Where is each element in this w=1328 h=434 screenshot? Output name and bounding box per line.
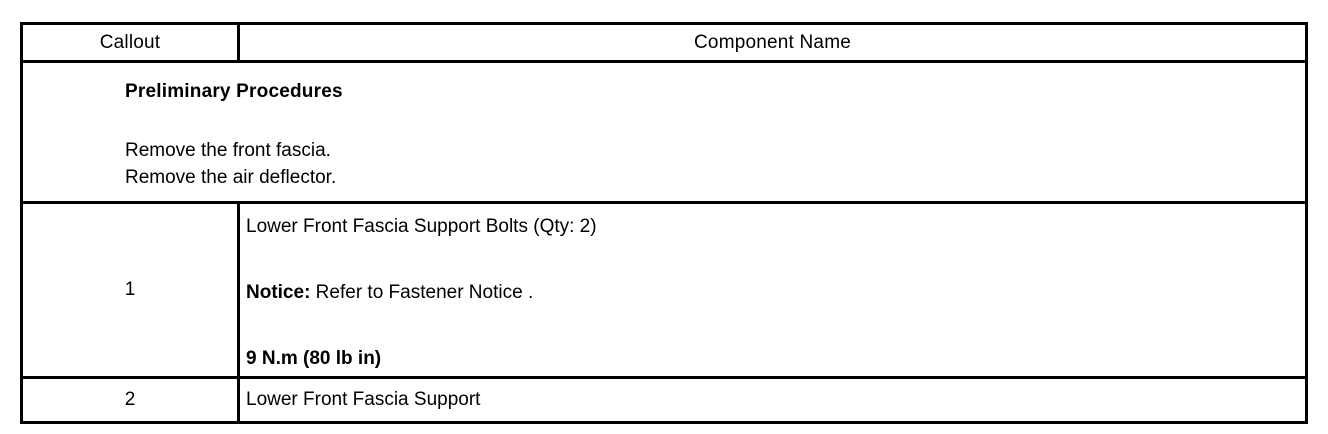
callout-number-2: 2 (20, 376, 240, 424)
preliminary-procedures-content: Preliminary Procedures Remove the front … (23, 71, 1305, 189)
component-detail-content-1: Lower Front Fascia Support Bolts (Qty: 2… (240, 210, 1305, 370)
table-header-row: Callout Component Name (20, 22, 1308, 63)
column-header-callout: Callout (20, 22, 240, 63)
table-row: 2 Lower Front Fascia Support (20, 376, 1308, 424)
preliminary-procedures-cell: Preliminary Procedures Remove the front … (20, 60, 1308, 204)
component-detail-cell-2: Lower Front Fascia Support (237, 376, 1308, 424)
component-name-2: Lower Front Fascia Support (246, 388, 481, 410)
component-table-container: Callout Component Name Preliminary Proce… (20, 22, 1308, 424)
callout-number-1: 1 (20, 201, 240, 379)
torque-specification-1: 9 N.m (80 lb in) (246, 347, 382, 369)
fastener-notice-line: Notice: Refer to Fastener Notice . (246, 282, 1305, 304)
preliminary-step-2: Remove the air deflector. (125, 167, 337, 188)
component-detail-cell-1: Lower Front Fascia Support Bolts (Qty: 2… (237, 201, 1308, 379)
preliminary-step-1: Remove the front fascia. (125, 139, 331, 161)
notice-text: Refer to Fastener Notice . (310, 282, 534, 304)
preliminary-procedures-title: Preliminary Procedures (125, 80, 343, 102)
table-row: 1 Lower Front Fascia Support Bolts (Qty:… (20, 201, 1308, 379)
component-name-1: Lower Front Fascia Support Bolts (Qty: 2… (246, 216, 597, 238)
column-header-component-name: Component Name (237, 22, 1308, 63)
component-table: Callout Component Name Preliminary Proce… (20, 22, 1308, 424)
notice-label: Notice: (246, 282, 311, 304)
preliminary-procedures-row: Preliminary Procedures Remove the front … (20, 60, 1308, 204)
